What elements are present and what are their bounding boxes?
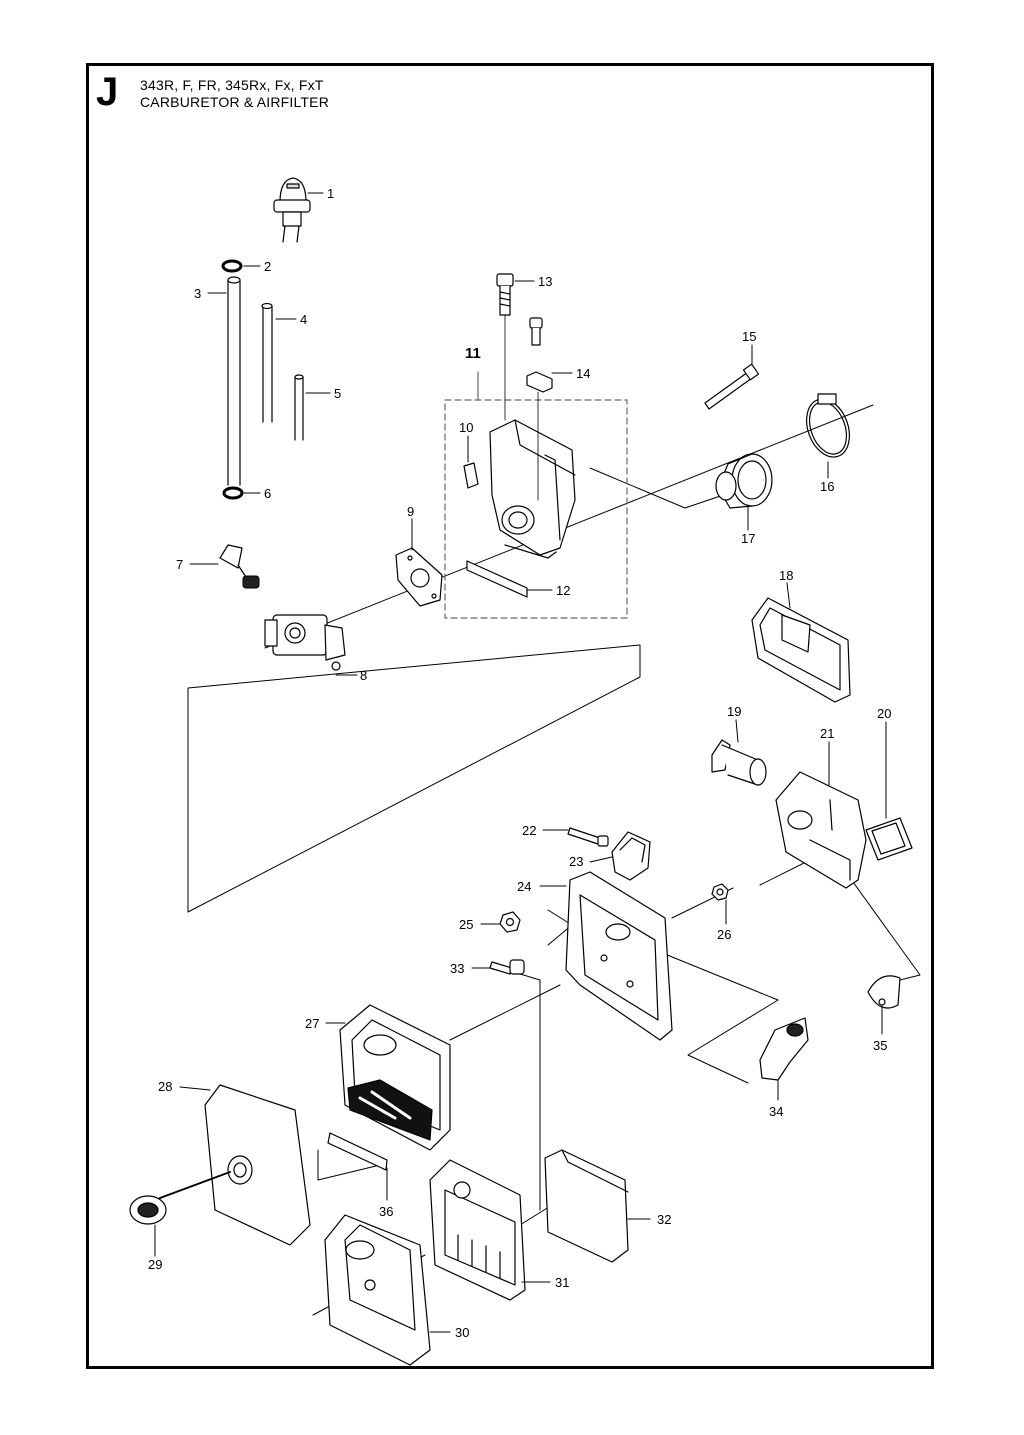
label-part-9: 9 bbox=[407, 504, 414, 519]
o-ring-lower-part[interactable] bbox=[222, 486, 244, 500]
label-part-21: 21 bbox=[820, 726, 834, 741]
label-part-25: 25 bbox=[459, 917, 473, 932]
intake-boot-part[interactable] bbox=[715, 453, 773, 509]
filter-element-part[interactable] bbox=[339, 1004, 451, 1151]
cover-knob-part[interactable] bbox=[129, 1171, 231, 1225]
heat-shield-strip-part[interactable] bbox=[466, 560, 528, 598]
carburetor-part[interactable] bbox=[264, 614, 346, 671]
label-part-11: 11 bbox=[465, 345, 481, 362]
drawing-frame bbox=[86, 63, 934, 1369]
filter-holder-part[interactable] bbox=[751, 597, 851, 703]
part-labels: 1 2 3 4 5 6 7 8 9 10 11 12 13 14 15 16 1… bbox=[148, 186, 891, 1340]
label-part-14: 14 bbox=[576, 366, 590, 381]
o-ring-upper-part[interactable] bbox=[221, 259, 243, 273]
label-part-32: 32 bbox=[657, 1212, 671, 1227]
label-part-22: 22 bbox=[522, 823, 536, 838]
label-part-15: 15 bbox=[742, 329, 756, 344]
choke-flap-part[interactable] bbox=[867, 975, 901, 1009]
choke-lever-part[interactable] bbox=[219, 544, 260, 589]
label-part-29: 29 bbox=[148, 1257, 162, 1272]
primer-bulb-part[interactable] bbox=[273, 177, 311, 243]
label-part-31: 31 bbox=[555, 1275, 569, 1290]
label-part-10: 10 bbox=[459, 420, 473, 435]
screw-13-part[interactable] bbox=[496, 273, 514, 421]
label-part-6: 6 bbox=[264, 486, 271, 501]
fuel-line-short-part[interactable] bbox=[294, 374, 304, 441]
filter-grid-part[interactable] bbox=[429, 1159, 526, 1301]
label-part-36: 36 bbox=[379, 1204, 393, 1219]
fuel-line-long-part[interactable] bbox=[227, 276, 241, 486]
filter-strip-part[interactable] bbox=[327, 1132, 388, 1171]
intake-pipe-part[interactable] bbox=[711, 739, 767, 786]
nut-26-part[interactable] bbox=[711, 883, 729, 901]
section-letter: J bbox=[96, 70, 119, 114]
label-part-26: 26 bbox=[717, 927, 731, 942]
outer-cover-part[interactable] bbox=[324, 1214, 431, 1366]
filter-cover-part[interactable] bbox=[204, 1084, 311, 1246]
label-part-30: 30 bbox=[455, 1325, 469, 1340]
label-part-17: 17 bbox=[741, 531, 755, 546]
label-part-33: 33 bbox=[450, 961, 464, 976]
filter-gasket-part[interactable] bbox=[865, 817, 913, 861]
label-part-2: 2 bbox=[264, 259, 271, 274]
diagram-title: CARBURETOR & AIRFILTER bbox=[140, 94, 330, 110]
label-part-23: 23 bbox=[569, 854, 583, 869]
assembly-lines bbox=[187, 404, 921, 1316]
label-part-12: 12 bbox=[556, 583, 570, 598]
label-part-35: 35 bbox=[873, 1038, 887, 1053]
bracket-14-part[interactable] bbox=[526, 371, 553, 501]
hose-clamp-part[interactable] bbox=[799, 393, 857, 463]
foam-filter-part[interactable] bbox=[544, 1149, 629, 1263]
choke-bracket-part[interactable] bbox=[759, 1017, 809, 1081]
intake-adapter-assembly-part[interactable] bbox=[489, 419, 576, 559]
long-bolt-part[interactable] bbox=[704, 363, 760, 410]
label-part-3: 3 bbox=[194, 286, 201, 301]
label-part-34: 34 bbox=[769, 1104, 783, 1119]
label-part-8: 8 bbox=[360, 668, 367, 683]
label-part-20: 20 bbox=[877, 706, 891, 721]
leader-lines bbox=[154, 192, 887, 1333]
label-part-4: 4 bbox=[300, 312, 307, 327]
screw-small-part[interactable] bbox=[529, 317, 543, 346]
nut-25-part[interactable] bbox=[499, 911, 521, 933]
filter-housing-part[interactable] bbox=[775, 771, 867, 889]
screw-33-part[interactable] bbox=[489, 959, 525, 975]
bolt-22-part[interactable] bbox=[567, 827, 609, 847]
fuel-line-medium-part[interactable] bbox=[261, 302, 273, 423]
label-part-13: 13 bbox=[538, 274, 552, 289]
label-part-16: 16 bbox=[820, 479, 834, 494]
spacer-plate-part[interactable] bbox=[463, 462, 479, 489]
carburetor-gasket-part[interactable] bbox=[395, 547, 443, 607]
label-part-27: 27 bbox=[305, 1016, 319, 1031]
assembly-group-11-box bbox=[444, 371, 628, 619]
label-part-7: 7 bbox=[176, 557, 183, 572]
label-part-1: 1 bbox=[327, 186, 334, 201]
model-list: 343R, F, FR, 345Rx, Fx, FxT bbox=[140, 77, 324, 93]
filter-base-plate-part[interactable] bbox=[565, 871, 673, 1041]
label-part-5: 5 bbox=[334, 386, 341, 401]
label-part-18: 18 bbox=[779, 568, 793, 583]
bracket-23-part[interactable] bbox=[611, 831, 651, 881]
label-part-28: 28 bbox=[158, 1079, 172, 1094]
label-part-19: 19 bbox=[727, 704, 741, 719]
label-part-24: 24 bbox=[517, 879, 531, 894]
